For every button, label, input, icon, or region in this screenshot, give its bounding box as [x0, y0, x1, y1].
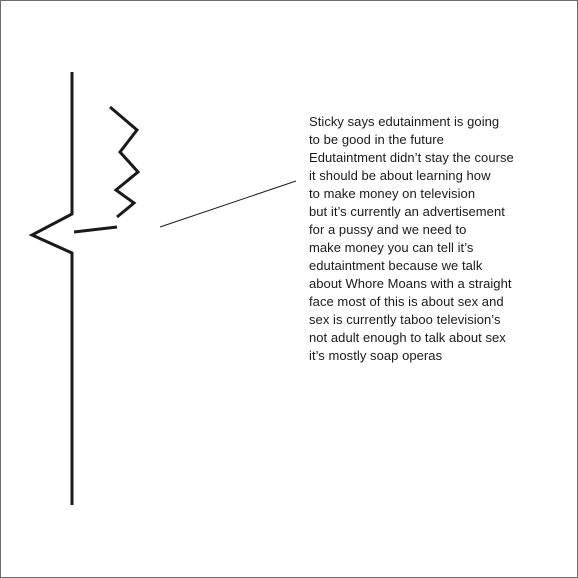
caption-line-9: edutaintment because we talk — [309, 258, 483, 273]
caption-text: Sticky says edutainment is going to be g… — [309, 113, 549, 365]
caption-line-12: sex is currently taboo television’s — [309, 312, 501, 327]
caption-line-3: Edutaintment didn’t stay the course — [309, 150, 514, 165]
caption-line-13: not adult enough to talk about sex — [309, 330, 506, 345]
short-stroke — [73, 225, 118, 234]
caption-line-2: to be good in the future — [309, 132, 444, 147]
caption-line-7: for a pussy and we need to — [309, 222, 467, 237]
caption-line-4: it should be about learning how — [309, 168, 491, 183]
caption-line-14: it’s mostly soap operas — [309, 348, 443, 363]
zigzag-mark — [109, 105, 141, 219]
callout-line — [159, 180, 297, 228]
caption-line-10: about Whore Moans with a straight — [309, 276, 512, 291]
caption-line-5: to make money on television — [309, 186, 476, 201]
caption-line-11: face most of this is about sex and — [309, 294, 504, 309]
caption-line-6: but it’s currently an advertisement — [309, 204, 505, 219]
caption-line-1: Sticky says edutainment is going — [309, 114, 500, 129]
caption-line-8: make money you can tell it’s — [309, 240, 474, 255]
stick-figure-body — [28, 72, 74, 505]
